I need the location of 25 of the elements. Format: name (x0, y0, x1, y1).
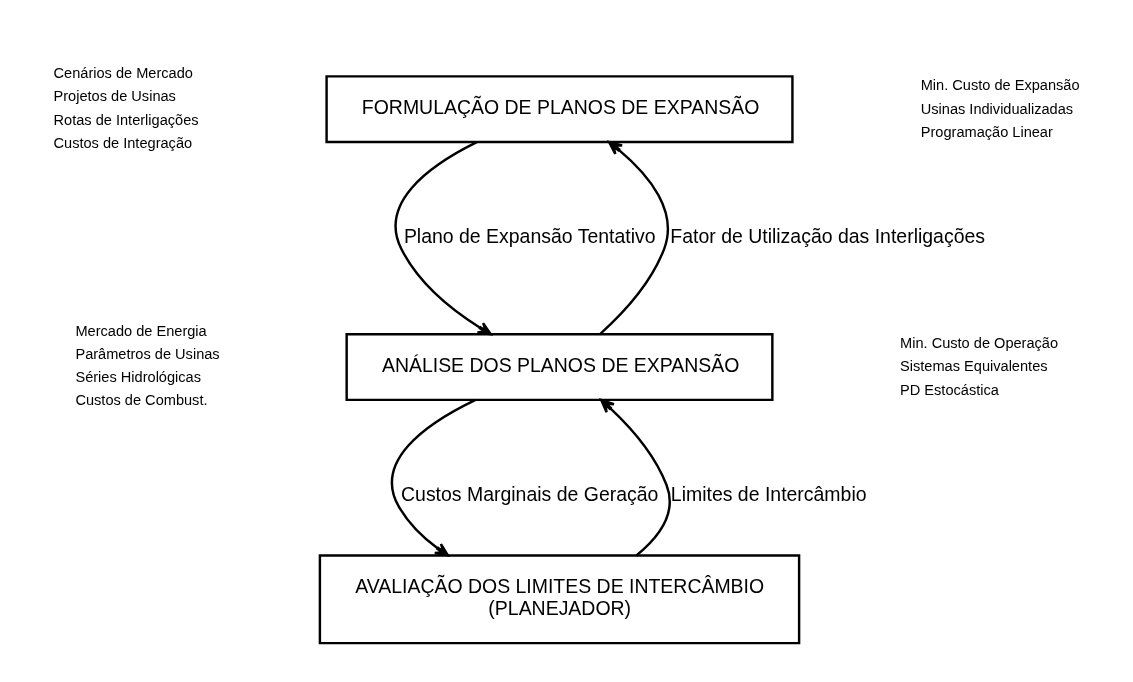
node-box: FORMULAÇÃO DE PLANOS DE EXPANSÃO (325, 74, 794, 143)
node-label: Séries Hidrológicas (75, 368, 202, 385)
edge-label: Custos Marginais de Geração (401, 482, 659, 505)
arrow (390, 398, 477, 557)
edge-label: Plano de Expansão Tentativo (403, 224, 656, 247)
node-label: Programação Linear (920, 123, 1053, 140)
node-label: Min. Custo de Operação (900, 334, 1059, 351)
arrow (599, 140, 669, 335)
arrow (600, 398, 671, 556)
node-box: AVALIAÇÃO DOS LIMITES DE INTERCÂMBIO (PLANEJADOR) (318, 553, 801, 644)
node-label: Projetos de Usinas (53, 87, 176, 104)
node-label: Mercado de Energia (75, 322, 207, 339)
node-label: Sistemas Equivalentes (900, 357, 1048, 374)
node-box: ANÁLISE DOS PLANOS DE EXPANSÃO (345, 332, 774, 401)
node-label: Parâmetros de Usinas (75, 345, 220, 362)
node-label: PD Estocástica (900, 381, 999, 398)
node-label: Rotas de Interligações (53, 111, 199, 128)
node-label: Min. Custo de Expansão (920, 76, 1080, 93)
edge-label: Limites de Intercâmbio (670, 482, 867, 505)
arrow (394, 140, 492, 335)
node-label: Usinas Individualizadas (920, 100, 1074, 117)
node-label: Custos de Integração (53, 134, 193, 151)
node-label: Cenários de Mercado (53, 64, 193, 81)
edge-label: Fator de Utilização das Interligações (670, 224, 986, 247)
node-label: Custos de Combust. (75, 391, 208, 408)
